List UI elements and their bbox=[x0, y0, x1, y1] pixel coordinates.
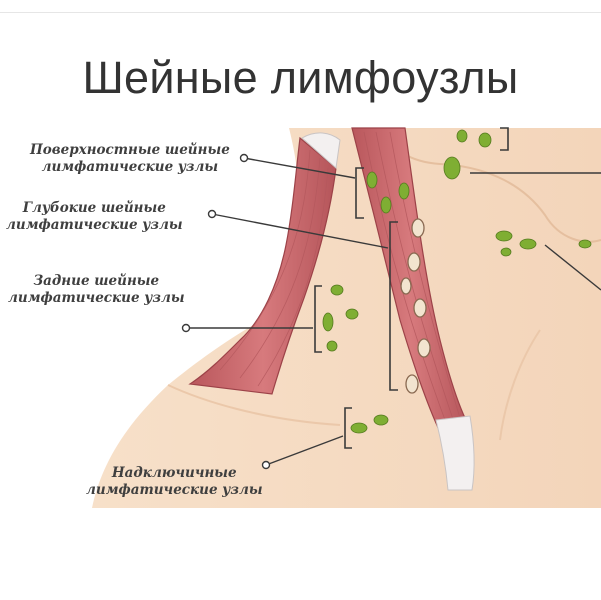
bracket-top-right bbox=[500, 127, 509, 151]
label-line: лимфатические узлы bbox=[6, 217, 183, 233]
submandibular-nodes bbox=[495, 230, 592, 257]
leader-right-mid bbox=[544, 244, 601, 291]
label-line: Задние шейные bbox=[33, 273, 160, 289]
dot-posterior bbox=[181, 323, 191, 333]
label-line: Поверхностные шейные bbox=[30, 142, 230, 158]
neck-front-edge bbox=[499, 329, 541, 441]
superficial-cervical-nodes bbox=[366, 129, 492, 214]
label-deep-cervical-nodes: Глубокие шейные лимфатические узлы bbox=[6, 200, 183, 234]
sternocleidomastoid-tendon bbox=[435, 415, 475, 491]
posterior-cervical-nodes bbox=[322, 284, 359, 352]
label-posterior-cervical-nodes: Задние шейные лимфатические узлы bbox=[8, 273, 185, 307]
top-divider bbox=[0, 12, 601, 13]
label-superficial-cervical-nodes: Поверхностные шейные лимфатические узлы bbox=[30, 142, 230, 176]
bracket-superficial bbox=[355, 167, 364, 219]
dot-superficial bbox=[239, 153, 249, 163]
page-title: Шейные лимфоузлы bbox=[82, 52, 519, 103]
bracket-supraclavicular bbox=[344, 407, 352, 449]
neck-skin bbox=[92, 128, 601, 508]
label-line: Надключичные bbox=[111, 465, 237, 481]
leader-superficial bbox=[243, 157, 356, 179]
deep-cervical-nodes bbox=[400, 218, 431, 394]
label-line: лимфатические узлы bbox=[41, 159, 219, 175]
label-line: лимфатические узлы bbox=[86, 482, 263, 498]
label-line: Глубокие шейные bbox=[22, 200, 166, 216]
label-supraclavicular-nodes: Надключичные лимфатические узлы bbox=[86, 465, 263, 499]
leader-supraclavicular bbox=[265, 435, 344, 466]
dot-supraclavicular bbox=[261, 460, 271, 470]
shoulder-shade bbox=[167, 384, 341, 426]
bracket-deep bbox=[389, 221, 398, 391]
trapezius-muscle bbox=[188, 136, 337, 395]
dot-deep bbox=[207, 209, 217, 219]
leader-deep bbox=[211, 213, 389, 249]
trapezius-tendon bbox=[301, 132, 341, 169]
label-line: лимфатические узлы bbox=[8, 290, 185, 306]
supraclavicular-nodes bbox=[350, 414, 389, 434]
bracket-posterior bbox=[314, 285, 322, 353]
